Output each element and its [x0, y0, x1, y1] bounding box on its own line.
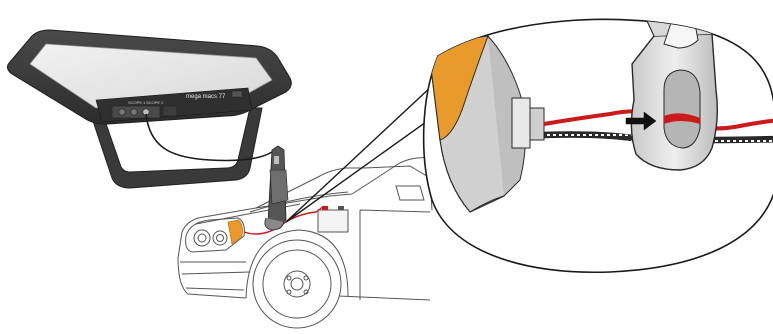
port-label-scope-1: SCOPE 1	[128, 100, 146, 105]
current-clamp-probe	[265, 146, 288, 230]
car-illustration	[178, 158, 432, 328]
scope-port-1	[119, 109, 125, 115]
callout-bubble	[286, 2, 773, 272]
callout-pointer	[286, 86, 440, 222]
front-wheel	[253, 240, 341, 328]
port-label-scope-2: SCOPE 2	[146, 100, 164, 105]
connector-plug	[512, 98, 530, 148]
scope-port-2	[131, 109, 137, 115]
car-battery	[318, 206, 348, 232]
device-port-usb	[232, 91, 242, 97]
diagnostic-tester: mega macs 77 SCOPE 1 SCOPE 2	[7, 30, 291, 188]
device-brand-label: mega macs 77	[186, 94, 226, 100]
headlight-lens-highlight	[228, 220, 243, 244]
